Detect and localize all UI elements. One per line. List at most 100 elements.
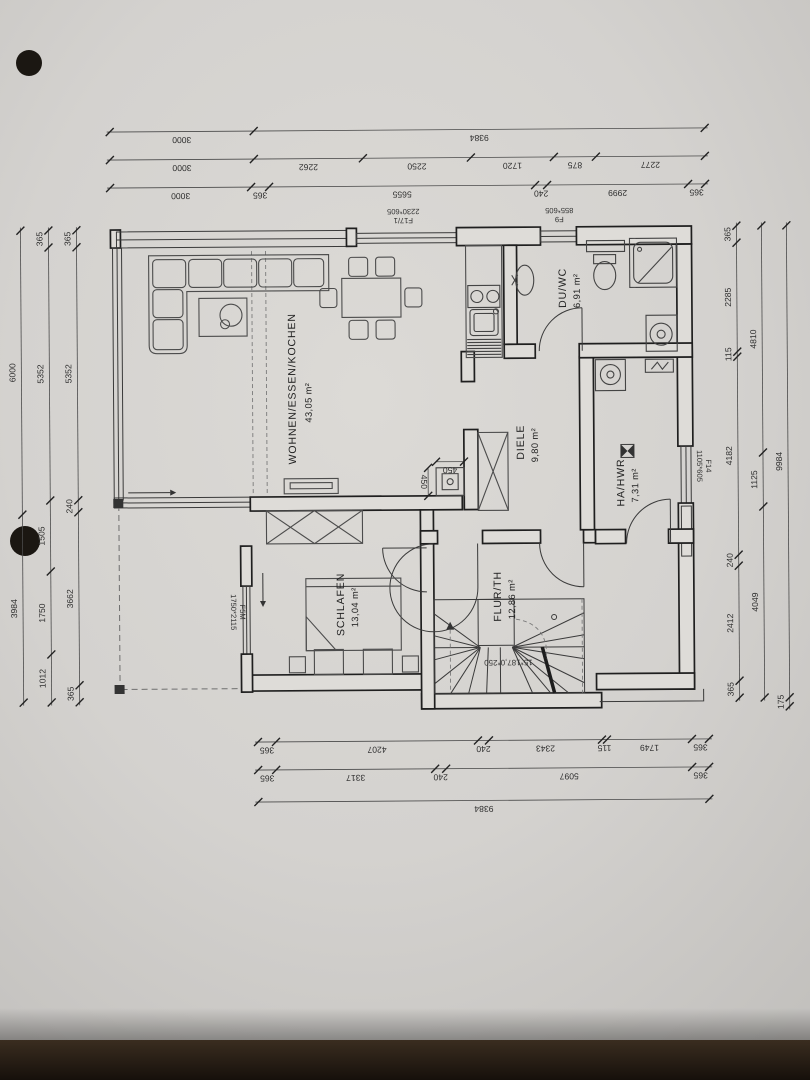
dim-label: 240 [476,744,491,754]
dim-label: 2277 [641,160,660,170]
burner [470,289,484,304]
dryer-door [599,364,621,386]
chair [348,256,369,277]
shower-tray [632,241,674,284]
stair-edge-dash [581,598,584,693]
dim-label: 1012 [37,669,47,688]
label-f5m: F5M 1750*2115 [229,594,247,630]
dim-label: 3984 [9,599,19,618]
washing-machine-hub [656,329,666,339]
dim-label: 365 [62,231,72,246]
dim-label: 2343 [536,744,555,754]
hole-punch-top [16,50,42,76]
dim-label: 6000 [7,363,17,382]
storage: 450 450 [265,431,509,545]
electrical-panel-icon [644,358,674,373]
wall-corner-nw [109,229,122,249]
room-label-duwc: DU/WC [557,268,569,308]
room-label-wohnen: WOHNEN/ESSEN/KOCHEN [286,313,299,464]
opening-name: F5M [238,605,247,620]
chair [348,319,369,340]
dim-label: 4207 [367,745,386,755]
dim-label: 5655 [392,190,411,200]
room-label-hahwr: HA/HWR [615,458,627,506]
dim-label: 240 [64,499,74,514]
washing-machine [645,314,678,352]
sofa-cushion [223,258,258,288]
room-label-schlafen: SCHLAFEN [335,573,347,636]
terrace-post-2 [114,684,125,695]
sofa-cushion [293,258,325,288]
label-f14: F14 1105*605 [695,450,713,482]
dim-label: 5097 [559,771,578,781]
arrow-head-icon [259,600,266,607]
eaves-outline [599,688,705,703]
shower-diagonal [637,246,672,284]
room-area-hahwr: 7,31 m² [630,468,640,502]
dim-label: 240 [534,189,549,199]
stair-walk-line-2 [516,618,547,660]
label-f17: F17/1 2230*605 [387,207,420,225]
stair-start-dot [551,613,558,620]
sofa-cushion [258,258,293,288]
dim-label: 1720 [503,161,522,171]
dim-label: 1750 [37,603,47,622]
dim-label: 3662 [65,589,75,608]
dimension-chain: 6000 3984 [7,226,29,708]
kitchen [464,244,503,359]
opening-size: 1750*2115 [229,594,238,630]
sideboard [283,477,339,495]
door-duwc [538,307,583,352]
dining-table [341,277,402,318]
wall-west-bedroom-a [239,545,253,588]
opening-name: F17/1 [394,216,413,225]
interior-walls [249,244,695,710]
terrace-edge-west [118,504,121,688]
floor-plan: 450 450 [7,123,795,814]
dim-label: 3317 [346,773,365,783]
nightstand [313,648,345,676]
door-bedroom [382,547,427,593]
room-area-wohnen: 43,05 m² [303,383,313,423]
chimney-dim-vertical: 450 [419,463,433,501]
room-area-schlafen: 13,04 m² [350,587,360,627]
dim-label: 9384 [469,133,488,143]
wall-north-1 [455,226,542,247]
washbasin [515,264,535,296]
dryer [594,358,627,392]
dim-label: 365 [66,686,76,701]
wardrobe-bedroom [265,509,364,545]
window-glass-line [356,237,461,239]
door-diele-flur-right [539,542,585,588]
room-area-duwc: 6,91 m² [572,274,582,308]
dim-label: 3000 [172,163,191,173]
washing-machine-door [649,322,673,346]
kitchen-counter [464,244,503,359]
dim-label: 2250 [407,161,426,171]
dim-label: 450 [419,475,429,490]
cooktop [467,284,501,309]
sofa-cushion [152,259,187,289]
dim-label: 1505 [36,526,46,545]
bed-post [288,656,307,674]
dim-label: 1125 [749,470,759,489]
furniture-bedroom [288,577,420,676]
wall-stub [345,227,358,248]
staircase: 15*187,0*250 [433,598,586,695]
coffee-table [198,297,248,337]
wall-south-hwr [595,672,696,691]
dim-label: 4810 [748,329,758,348]
dim-label: 240 [433,772,448,782]
nightstand [362,648,394,675]
sofa-cushion [152,319,184,351]
dim-label: 365 [726,682,736,697]
opening-size: 1105*605 [695,450,704,482]
toilet-tank [593,253,617,265]
dim-label: 5352 [35,364,45,383]
bed-post [401,655,420,673]
dim-label: 365 [260,746,275,756]
counter-hatch [467,338,502,356]
